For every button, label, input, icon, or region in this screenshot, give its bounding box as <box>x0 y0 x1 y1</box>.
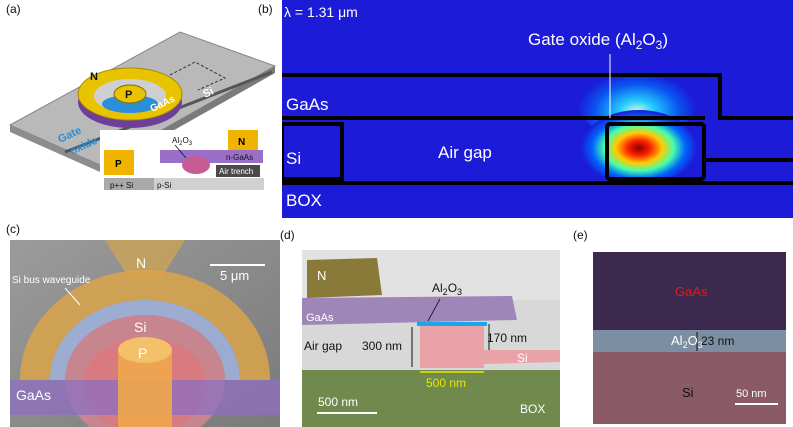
inset-al2o3-pointer <box>174 144 187 159</box>
inset-ppp-si-label: p++ Si <box>110 181 133 190</box>
thick-300-label: 300 nm <box>362 339 402 353</box>
thick-170-label: 170 nm <box>487 331 527 345</box>
p-contact-top-c <box>118 337 172 363</box>
gate-oxide-layer <box>102 95 158 113</box>
wavelength-label: λ = 1.31 μm <box>284 4 358 20</box>
inset-n-label: N <box>238 137 245 148</box>
panel-d-sem-cross-section: N Al2O3 GaAs 170 nm Air gap 300 nm Si 50… <box>302 250 560 427</box>
p-label-c: P <box>138 345 147 361</box>
n-label-a: N <box>90 71 98 83</box>
inset-n-gaas-label: n-GaAs <box>226 153 253 162</box>
gaas-label-d: GaAs <box>306 312 334 324</box>
scale-label-e: 50 nm <box>736 388 767 400</box>
scale-label-d: 500 nm <box>318 395 358 409</box>
gaas-label-b: GaAs <box>286 95 329 114</box>
box-label-d: BOX <box>520 402 545 416</box>
p-contact-top <box>113 84 147 104</box>
inset-n-contact <box>228 130 258 150</box>
gaas-label-e: GaAs <box>675 284 708 299</box>
panel-b-mode-profile: λ = 1.31 μm Gate oxide (Al2O3) GaAs Si A… <box>282 0 793 218</box>
gaas-outline-top <box>282 73 793 120</box>
si-disk-outline <box>605 122 706 181</box>
n-label-d: N <box>317 268 326 283</box>
inset-air-trench <box>216 165 260 177</box>
n-contact-funnel <box>105 240 185 280</box>
si-left-outline <box>282 122 344 181</box>
al2o3-label-d: Al2O3 <box>432 281 462 297</box>
cut-line <box>169 61 227 91</box>
n-contact-d <box>307 258 382 298</box>
thick-23-label: 23 nm <box>701 334 734 348</box>
bus-waveguide-band <box>50 300 240 380</box>
al2o3-region-e <box>593 330 786 352</box>
panel-d-label: (d) <box>280 228 295 242</box>
box-layer-d <box>302 370 560 427</box>
width-500-label: 500 nm <box>426 376 466 390</box>
bus-label: Si bus waveguide <box>12 275 91 286</box>
inset-p-label: P <box>115 159 122 170</box>
field-hotspot <box>581 110 697 186</box>
panel-a-label: (a) <box>6 2 21 16</box>
box-label-b: BOX <box>286 191 322 210</box>
si-disk-d <box>420 326 484 368</box>
si-label-c: Si <box>134 319 146 335</box>
outer-gold-ring <box>20 270 270 380</box>
si-label-d: Si <box>517 351 528 365</box>
si-label-b: Si <box>286 149 301 168</box>
panel-b-label: (b) <box>258 2 273 16</box>
al2o3-pointer-d <box>427 298 441 322</box>
substrate-front <box>10 125 100 172</box>
al2o3-layer-d <box>417 322 487 326</box>
inset-ppp-si <box>104 178 154 190</box>
gaas-region-e <box>593 252 786 330</box>
gaas-label-c: GaAs <box>16 387 51 403</box>
air-gap-label-d: Air gap <box>304 339 342 353</box>
si-slab-d <box>484 350 560 364</box>
si-label-a: Si <box>201 85 216 100</box>
inset-disk <box>182 156 210 174</box>
inset-air-trench-label: Air trench <box>219 167 253 176</box>
panel-c-sem-image: Si bus waveguide N 5 μm Si P GaAs <box>10 240 280 427</box>
gaas-layer-d <box>302 296 517 325</box>
panel-e-tem-image: GaAs Al2O3 23 nm Si 50 nm <box>593 252 786 424</box>
bus-pointer <box>64 287 81 306</box>
inset-p-contact <box>104 150 134 175</box>
gate-oxide-label: Gate oxide (Al2O3) <box>528 30 668 52</box>
panel-a-device-schematic: N P Si GaAs Gate oxide P N n-GaAs Air tr… <box>8 31 277 210</box>
scale-label-c: 5 μm <box>220 268 249 283</box>
si-region-e <box>593 352 786 424</box>
air-gap-label-b: Air gap <box>438 143 492 162</box>
panel-e-label: (e) <box>573 228 588 242</box>
si-label-e: Si <box>682 385 694 400</box>
n-label-c: N <box>136 255 146 271</box>
panel-c-label: (c) <box>6 222 20 236</box>
al2o3-label-e: Al2O3 <box>671 333 703 350</box>
inset-p-si-label: p-Si <box>157 181 171 190</box>
inset-al2o3-label: Al2O3 <box>172 136 193 147</box>
p-label-a: P <box>125 89 132 101</box>
